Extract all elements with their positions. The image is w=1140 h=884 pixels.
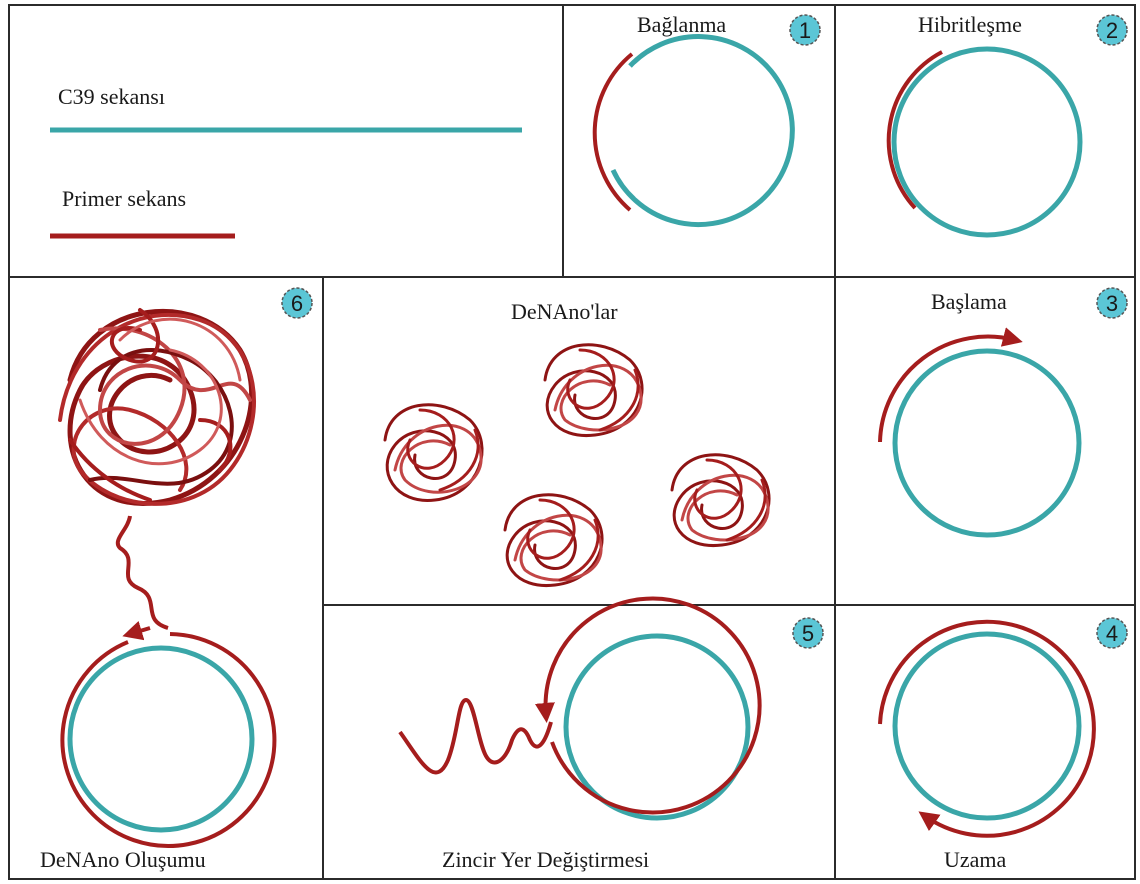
badge-step-2: 2: [1097, 15, 1127, 45]
primer-legend-label: Primer sekans: [62, 186, 186, 212]
denano-ball-2: [545, 345, 642, 436]
hybridization-illustration: [889, 49, 1080, 235]
denano-ball-4: [672, 455, 769, 546]
initiation-illustration: [880, 337, 1079, 535]
denano-ball-3: [505, 495, 602, 586]
badge-step-5: 5: [793, 618, 823, 648]
svg-text:4: 4: [1106, 621, 1118, 646]
svg-text:1: 1: [799, 18, 811, 43]
badge-step-6: 6: [282, 288, 312, 318]
badge-step-3: 3: [1097, 288, 1127, 318]
denano-ball-1: [385, 405, 482, 501]
binding-title: Bağlanma: [637, 12, 726, 38]
denanos-title: DeNAno'lar: [511, 299, 618, 325]
svg-text:3: 3: [1106, 291, 1118, 316]
formation-illustration: [52, 302, 274, 846]
svg-text:5: 5: [802, 621, 814, 646]
badge-step-4: 4: [1097, 618, 1127, 648]
strand-displacement-title: Zincir Yer Değiştirmesi: [442, 847, 649, 873]
initiation-title: Başlama: [931, 289, 1007, 315]
elongation-title: Uzama: [944, 847, 1006, 873]
badge-step-1: 1: [790, 15, 820, 45]
formation-title: DeNAno Oluşumu: [40, 847, 206, 873]
c39-legend-label: C39 sekansı: [58, 84, 165, 110]
binding-illustration: [595, 37, 793, 225]
svg-text:6: 6: [291, 291, 303, 316]
hybridization-title: Hibritleşme: [918, 12, 1022, 38]
elongation-illustration: [880, 622, 1094, 836]
svg-text:2: 2: [1106, 18, 1118, 43]
large-denano-ball: [52, 302, 268, 518]
strand-displacement-illustration: [400, 598, 760, 818]
